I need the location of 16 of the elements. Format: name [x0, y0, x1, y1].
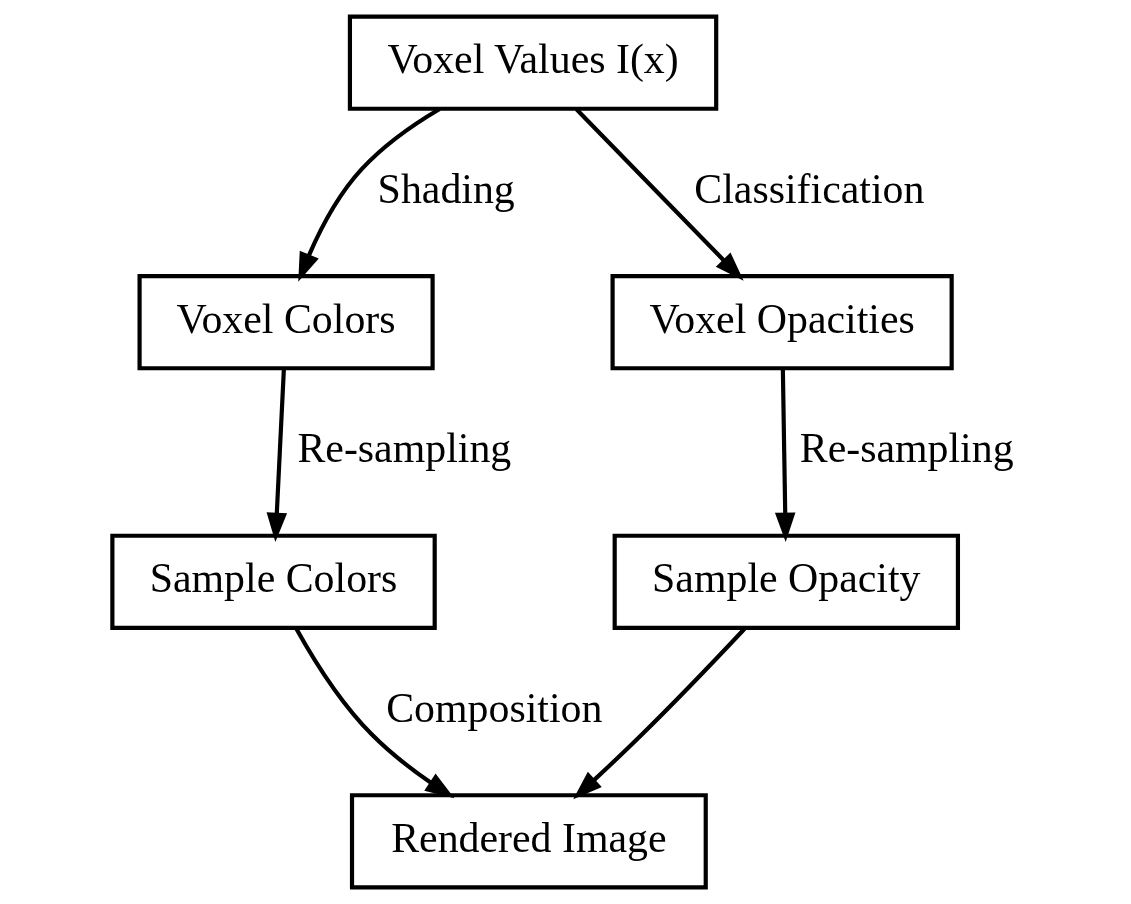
edge-label: Classification — [694, 165, 925, 212]
node-box: Voxel Colors — [137, 274, 435, 371]
edge-label: Re-sampling — [297, 425, 512, 472]
node-box: Sample Opacity — [612, 533, 961, 630]
arrow — [266, 368, 288, 543]
arrow — [294, 627, 455, 799]
node-box: Voxel Values I(x) — [347, 14, 719, 111]
node-box: Rendered Image — [349, 793, 708, 890]
node-box: Sample Colors — [110, 533, 437, 630]
edge-label: Composition — [386, 684, 603, 731]
node-box: Voxel Opacities — [610, 274, 954, 371]
arrow — [774, 368, 796, 543]
edge-label: Re-sampling — [799, 425, 1014, 472]
arrow — [298, 107, 441, 282]
arrow — [574, 107, 744, 281]
edge-label: Shading — [377, 165, 515, 212]
